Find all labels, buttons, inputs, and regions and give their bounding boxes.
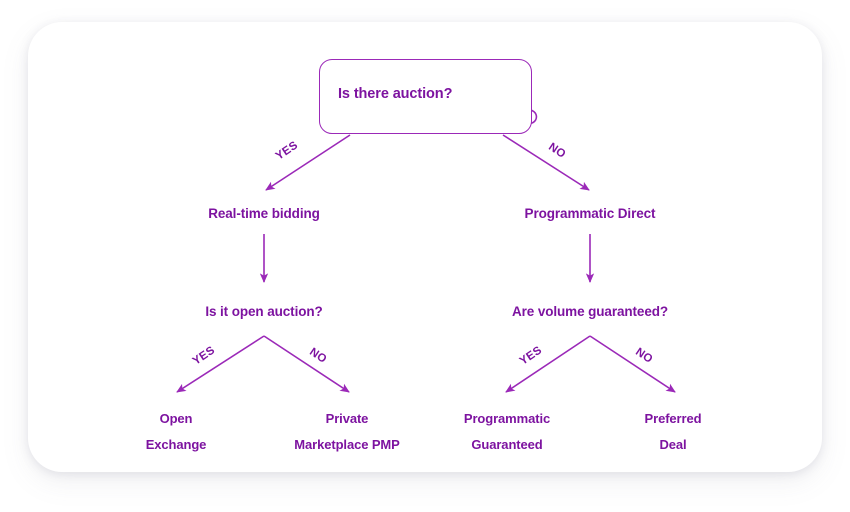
leaf-line-1: Open (159, 411, 193, 426)
leaf-line-1: Private (325, 411, 369, 426)
leaf-line-2: Marketplace PMP (294, 437, 400, 452)
node-real-time-bidding[interactable]: Real-time bidding (208, 206, 320, 221)
root-question-box[interactable]: Is there auction? (319, 59, 532, 134)
node-programmatic-direct[interactable]: Programmatic Direct (524, 206, 656, 221)
leaf-line-2: Exchange (145, 437, 207, 452)
node-are-volume-guaranteed[interactable]: Are volume guaranteed? (511, 304, 669, 319)
leaf-preferred-deal[interactable]: Preferred Deal (645, 406, 702, 458)
node-is-it-open-auction[interactable]: Is it open auction? (205, 304, 323, 319)
leaf-private-marketplace-pmp[interactable]: Private Marketplace PMP (294, 406, 400, 458)
leaf-line-1: Preferred (644, 411, 702, 426)
leaf-line-2: Guaranteed (471, 437, 543, 452)
leaf-open-exchange[interactable]: Open Exchange (146, 406, 207, 458)
leaf-line-2: Deal (659, 437, 687, 452)
leaf-line-1: Programmatic (463, 411, 551, 426)
leaf-programmatic-guaranteed[interactable]: Programmatic Guaranteed (464, 406, 550, 458)
root-question-label: Is there auction? (338, 86, 453, 102)
